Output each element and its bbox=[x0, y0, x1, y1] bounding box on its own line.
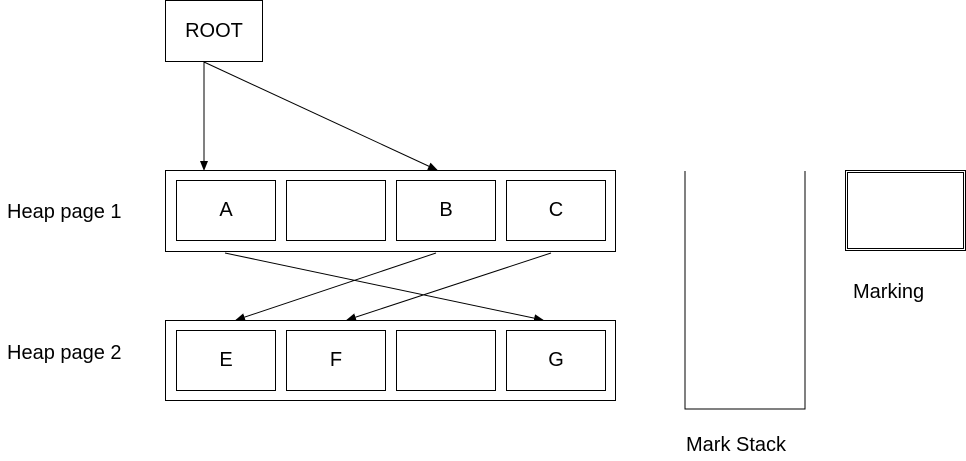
heap-object-empty-slot bbox=[286, 180, 386, 241]
edge-root-to-b bbox=[203, 61, 438, 171]
heap-page-1-label: Heap page 1 bbox=[7, 201, 122, 223]
heap-page-2-label: Heap page 2 bbox=[7, 342, 122, 364]
root-node: ROOT bbox=[165, 0, 263, 62]
edge-a-to-g bbox=[224, 252, 544, 323]
heap-object-empty-slot bbox=[396, 330, 496, 391]
marking-legend-box bbox=[845, 170, 966, 251]
edge-c-to-f bbox=[346, 252, 552, 321]
edge-b-to-e bbox=[235, 252, 437, 321]
heap-object-f: F bbox=[286, 330, 386, 391]
marking-label: Marking bbox=[853, 281, 925, 303]
mark-stack-container bbox=[684, 171, 806, 410]
heap-object-a: A bbox=[176, 180, 276, 241]
heap-object-c: C bbox=[506, 180, 606, 241]
heap-object-g: G bbox=[506, 330, 606, 391]
mark-stack-label: Mark Stack bbox=[686, 434, 787, 456]
heap-object-b: B bbox=[396, 180, 496, 241]
root-label: ROOT bbox=[185, 19, 243, 42]
heap-object-e: E bbox=[176, 330, 276, 391]
